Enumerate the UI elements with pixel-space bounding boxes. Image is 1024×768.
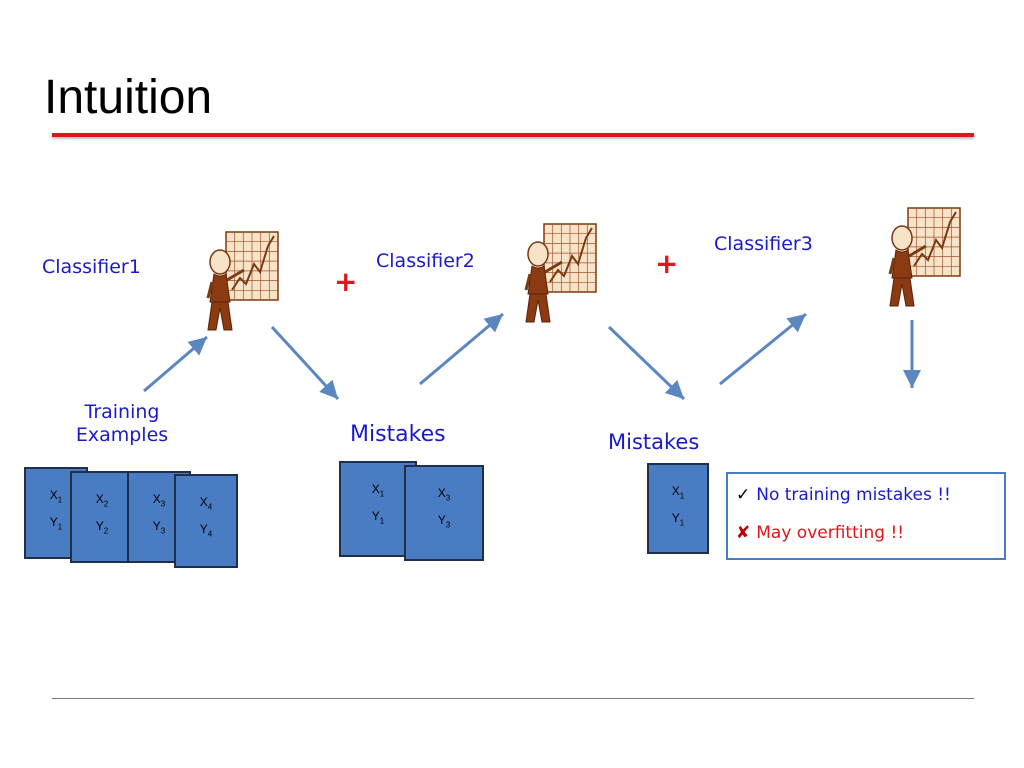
card-x-value: X1 [671,484,685,501]
chart-board-icon [907,207,961,277]
arrow-classifier2-to-mistakes2 [607,325,686,401]
presenter-figure-icon [206,249,245,331]
card-x-value: X3 [152,492,166,509]
training-examples-label-line2: Examples [75,423,169,446]
mistakes-2-label: Mistakes [608,430,700,454]
training-card-2: X2 Y2 [70,471,134,563]
card-x-value: X3 [437,486,451,503]
footer-divider [52,698,974,699]
arrow-training-to-classifier1 [143,335,208,393]
classifier3-label: Classifier3 [714,233,813,255]
mistakes-1-label: Mistakes [350,422,446,447]
result-bad-line: ✘May overfitting !! [736,523,904,543]
result-bad-text: May overfitting !! [756,523,905,543]
training-examples-label-line1: Training [84,401,160,423]
plus-sign-2: + [655,247,679,280]
card-y-value: Y2 [95,519,109,536]
card-x-value: X1 [371,482,385,499]
mistakes-2-card-1: X1 Y1 [647,463,709,554]
result-good-text: No training mistakes !! [756,485,951,505]
card-y-value: Y4 [199,522,213,539]
cross-icon: ✘ [736,523,751,543]
training-examples-label: Training Examples [66,401,178,447]
presenter-figure-icon [524,241,563,323]
card-y-value: Y1 [671,511,685,528]
slide-title: Intuition [44,71,213,124]
title-underline [52,133,974,137]
result-box: ✓No training mistakes !! ✘May overfittin… [726,472,1006,560]
result-good-line: ✓No training mistakes !! [736,485,951,505]
plus-sign-1: + [334,265,358,298]
chart-board-icon [225,231,279,301]
card-x-value: X2 [95,492,109,509]
card-y-value: Y3 [437,513,451,530]
card-y-value: Y3 [152,519,166,536]
arrow-mistakes2-to-classifier3 [719,312,807,386]
chart-board-icon [543,223,597,293]
classifier2-label: Classifier2 [376,250,475,272]
card-y-value: Y1 [371,509,385,526]
mistakes-1-card-2: X3 Y3 [404,465,484,561]
presenter-chart-icon [524,223,597,323]
arrow-classifier1-to-mistakes1 [270,325,340,401]
card-y-value: Y1 [49,515,63,532]
presenter-chart-icon [206,231,279,331]
arrow-mistakes1-to-classifier2 [419,312,504,386]
presenter-figure-icon [888,225,927,307]
training-card-4: X4 Y4 [174,474,238,568]
classifier1-label: Classifier1 [42,256,141,278]
card-x-value: X4 [199,495,213,512]
presenter-chart-icon [888,207,961,307]
card-x-value: X1 [49,488,63,505]
check-icon: ✓ [736,485,751,505]
